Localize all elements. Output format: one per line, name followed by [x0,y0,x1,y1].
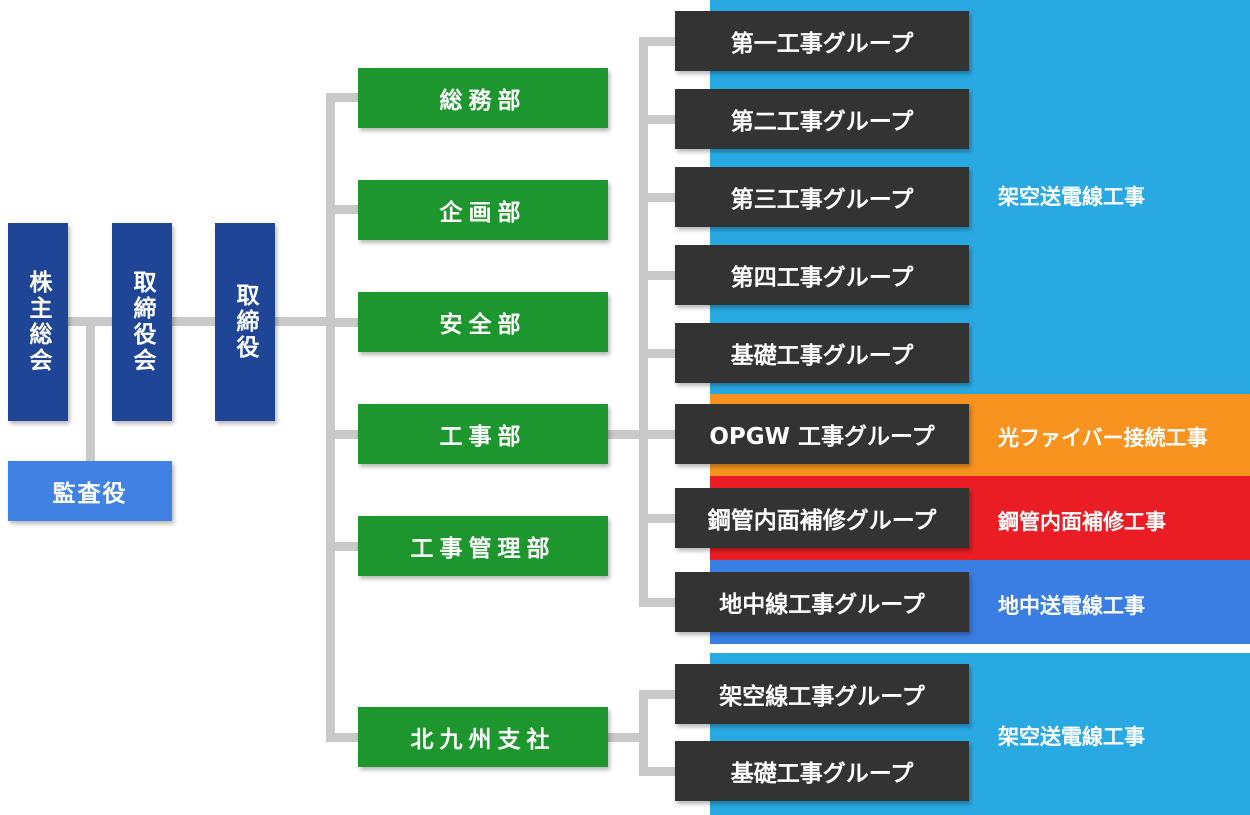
connector-group-trunk [639,37,648,607]
work-area-overhead-kitakyushu: 架空送電線工事 [998,725,1145,749]
board-of-directors-label: 取締役会 [129,270,155,374]
connector-group-5 [639,349,683,358]
group-7-label: 鋼管内面補修グループ [707,508,937,534]
connector-kitakyushu-out [600,733,648,742]
connector-dept-4 [326,430,366,439]
group-4: 第四工事グループ [675,245,969,305]
dept-planning: 企画部 [358,180,608,240]
kitakyushu-group-1: 架空線工事グループ [675,664,969,724]
connector-governance [60,317,335,326]
connector-dept-6 [326,733,366,742]
dept-general-affairs: 総務部 [358,68,608,128]
group-8: 地中線工事グループ [675,572,969,632]
group-2-label: 第二工事グループ [730,109,914,135]
connector-group-1 [639,37,683,46]
dept-construction-mgmt-label: 工事管理部 [410,536,556,562]
work-area-fiber: 光ファイバー接続工事 [998,426,1208,450]
connector-dept-2 [326,205,366,214]
auditor-box: 監査役 [8,461,172,521]
dept-safety-label: 安全部 [439,312,527,338]
dept-planning-label: 企画部 [439,200,527,226]
group-5-label: 基礎工事グループ [730,343,914,369]
director-label: 取締役 [232,283,258,361]
group-5: 基礎工事グループ [675,323,969,383]
group-1: 第一工事グループ [675,11,969,71]
group-1-label: 第一工事グループ [730,31,914,57]
work-area-pipe: 鋼管内面補修工事 [998,510,1166,534]
group-8-label: 地中線工事グループ [719,592,925,618]
connector-group-2 [639,115,683,124]
dept-safety: 安全部 [358,292,608,352]
connector-kitakyushu-1 [639,690,683,699]
connector-group-3 [639,193,683,202]
shareholders-meeting-box: 株主総会 [8,223,68,421]
dept-kitakyushu-label: 北九州支社 [410,727,556,753]
group-3: 第三工事グループ [675,167,969,227]
connector-auditor [86,317,95,463]
auditor-label: 監査役 [52,481,128,507]
connector-group-8 [639,598,683,607]
connector-dept-trunk [326,93,335,742]
group-6: OPGW 工事グループ [675,404,969,464]
dept-general-affairs-label: 総務部 [439,88,527,114]
group-2: 第二工事グループ [675,89,969,149]
dept-construction-label: 工事部 [439,424,527,450]
group-6-label: OPGW 工事グループ [709,424,935,450]
connector-dept-1 [326,93,366,102]
work-area-underground: 地中送電線工事 [998,594,1145,618]
connector-dept-5 [326,542,366,551]
kitakyushu-group-1-label: 架空線工事グループ [719,684,925,710]
board-of-directors-box: 取締役会 [112,223,172,421]
connector-group-7 [639,514,683,523]
group-4-label: 第四工事グループ [730,265,914,291]
group-7: 鋼管内面補修グループ [675,488,969,548]
dept-construction-mgmt: 工事管理部 [358,516,608,576]
connector-group-4 [639,271,683,280]
connector-construction-out [600,430,648,439]
connector-kitakyushu-trunk [639,690,648,776]
connector-kitakyushu-2 [639,767,683,776]
director-box: 取締役 [215,223,275,421]
kitakyushu-group-2: 基礎工事グループ [675,741,969,801]
connector-dept-3 [326,318,366,327]
connector-group-6 [639,430,683,439]
shareholders-meeting-label: 株主総会 [25,270,51,374]
group-3-label: 第三工事グループ [730,187,914,213]
work-area-overhead: 架空送電線工事 [998,185,1145,209]
dept-construction: 工事部 [358,404,608,464]
kitakyushu-group-2-label: 基礎工事グループ [730,761,914,787]
dept-kitakyushu: 北九州支社 [358,707,608,767]
